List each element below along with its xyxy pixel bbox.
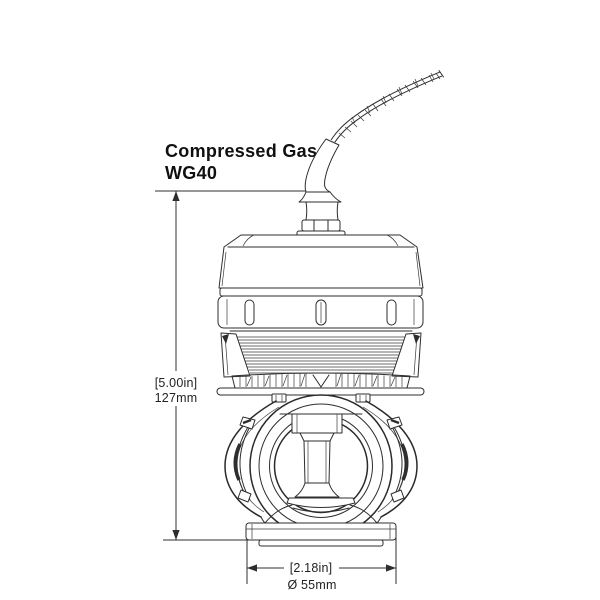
actuator-cap — [218, 234, 424, 289]
product-title: Compressed Gas WG40 — [165, 141, 317, 183]
dim-diameter-inches: [2.18in] — [290, 561, 333, 575]
serration-center-notch — [312, 374, 330, 388]
poppet-head — [286, 497, 356, 508]
fitting-hex-nut — [301, 219, 341, 232]
cable-boot — [298, 138, 342, 203]
locking-collar — [217, 295, 424, 332]
stem-chamfer — [299, 432, 335, 442]
side-clamp-left — [233, 416, 256, 503]
dimension-diameter: [2.18in] Ø 55mm — [246, 531, 397, 592]
mounting-plate — [216, 387, 425, 403]
boot-bell — [298, 191, 342, 203]
clamp-tab-right-bottom — [390, 489, 405, 503]
fitting-barrel — [305, 201, 339, 221]
fin-cap-left — [220, 332, 251, 378]
base-flange — [245, 522, 397, 547]
clamp-tab-left-top — [239, 416, 256, 430]
product-title-line2: WG40 — [165, 163, 217, 183]
poppet-underside — [292, 507, 350, 513]
cable-fitting — [296, 201, 346, 238]
dimension-height: [5.00in] 127mm — [155, 190, 318, 541]
dim-height-inches: [5.00in] — [155, 376, 198, 390]
collar-slot-center — [315, 299, 327, 326]
cooling-fins — [220, 332, 422, 378]
clamp-tab-right-top — [386, 416, 403, 430]
plate-lug-left — [271, 393, 287, 403]
fin-cap-right — [391, 332, 422, 378]
diameter-arrow-left — [247, 564, 257, 572]
cable-tip — [438, 70, 444, 78]
actuator-cable — [330, 70, 444, 143]
fin-lines — [234, 336, 408, 374]
plate-lug-right — [355, 393, 371, 403]
side-clamp-right — [386, 416, 409, 503]
stem-top-block — [291, 413, 343, 434]
stem-flare — [294, 482, 340, 498]
fin-cap-right-tab — [413, 334, 420, 344]
product-title-line1: Compressed Gas — [165, 141, 317, 161]
dim-height-metric: 127mm — [155, 391, 198, 405]
collar-slot-right — [386, 299, 397, 326]
cap-rim — [219, 287, 423, 297]
serration-teeth — [239, 373, 403, 387]
diameter-arrow-right — [386, 564, 396, 572]
valve-stem — [286, 413, 356, 513]
collar-slot-left — [244, 299, 255, 326]
serrated-ring — [231, 372, 411, 389]
height-arrow-bottom — [172, 530, 180, 540]
flange-bottom-lip — [258, 539, 384, 547]
clamp-tab-left-bottom — [237, 489, 252, 503]
fin-cap-left-tab — [222, 334, 229, 344]
cable-braid-hatching — [338, 72, 441, 139]
dim-diameter-metric: Ø 55mm — [287, 578, 336, 592]
height-arrow-top — [172, 191, 180, 201]
